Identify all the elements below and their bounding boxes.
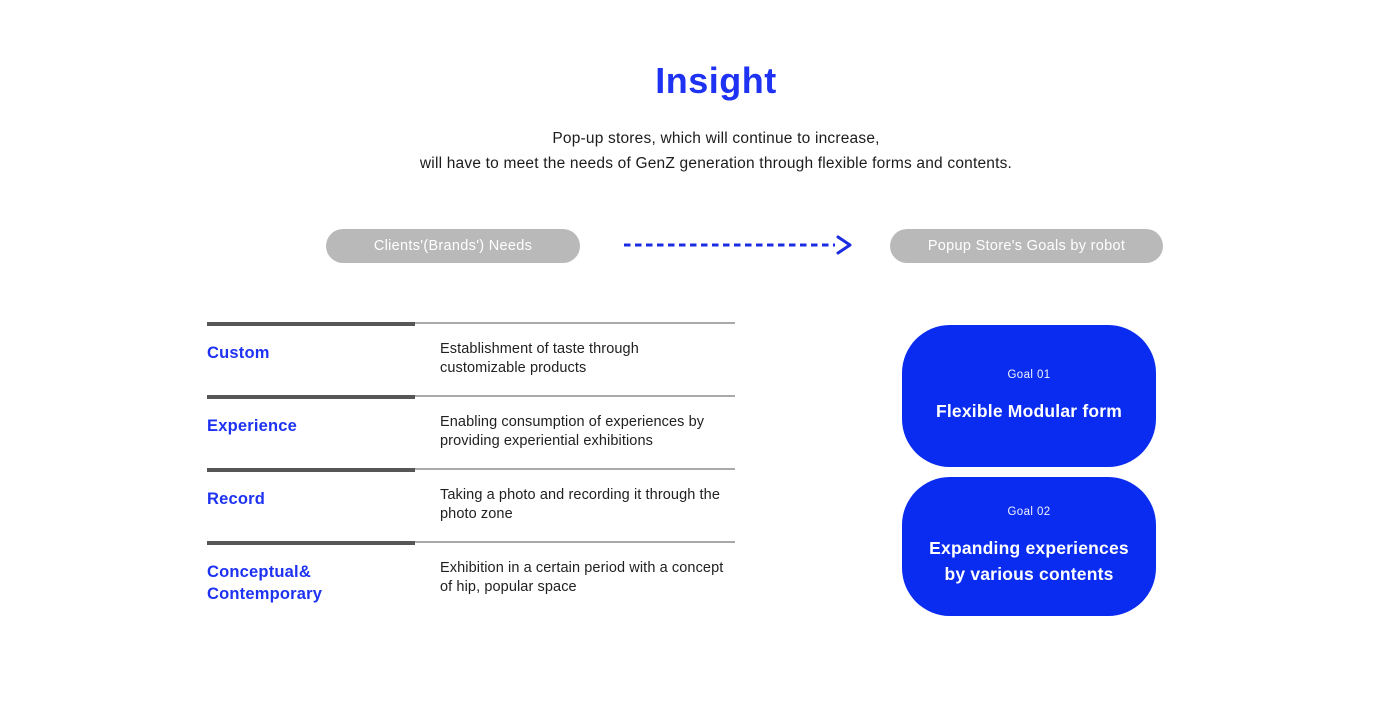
goal-card-01: Goal 01 Flexible Modular form	[902, 325, 1156, 467]
goal-title: Flexible Modular form	[935, 400, 1123, 421]
table-row: Record Taking a photo and recording it t…	[207, 468, 735, 541]
goal-cards: Goal 01 Flexible Modular form Goal 02 Ex…	[902, 325, 1156, 616]
table-row: Experience Enabling consumption of exper…	[207, 395, 735, 468]
need-description: Exhibition in a certain period with a co…	[440, 560, 724, 595]
goal-card-02: Goal 02 Expanding experiences by various…	[902, 477, 1156, 616]
need-label-record: Record	[207, 490, 266, 508]
clients-needs-pill-label: Clients'(Brands') Needs	[373, 238, 533, 254]
goal-tag: Goal 02	[1007, 506, 1051, 518]
need-description: Taking a photo and recording it through …	[440, 487, 720, 522]
clients-needs-pill: Clients'(Brands') Needs	[326, 229, 580, 263]
header: Insight Pop-up stores, which will contin…	[16, 60, 1400, 176]
need-description: Establishment of taste through customiza…	[440, 341, 639, 376]
needs-table: Custom Establishment of taste through cu…	[207, 322, 735, 614]
table-row: Conceptual& Contemporary Exhibition in a…	[207, 541, 735, 614]
need-description: Enabling consumption of experiences by p…	[440, 414, 705, 449]
need-label-custom: Custom	[207, 344, 270, 362]
need-label-conceptual-contemporary: Conceptual& Contemporary	[207, 563, 323, 603]
table-row: Custom Establishment of taste through cu…	[207, 322, 735, 395]
subtitle-line-1: Pop-up stores, which will continue to in…	[552, 130, 880, 147]
need-label-experience: Experience	[207, 417, 298, 435]
popup-goals-pill-label: Popup Store's Goals by robot	[927, 238, 1126, 254]
goal-tag: Goal 01	[1007, 368, 1051, 381]
popup-goals-pill: Popup Store's Goals by robot	[890, 229, 1163, 263]
dashed-arrow-icon	[624, 235, 852, 255]
subtitle-line-2: will have to meet the needs of GenZ gene…	[419, 155, 1013, 172]
page-title: Insight	[655, 60, 777, 101]
goal-title: Expanding experiences by various content…	[929, 538, 1129, 584]
